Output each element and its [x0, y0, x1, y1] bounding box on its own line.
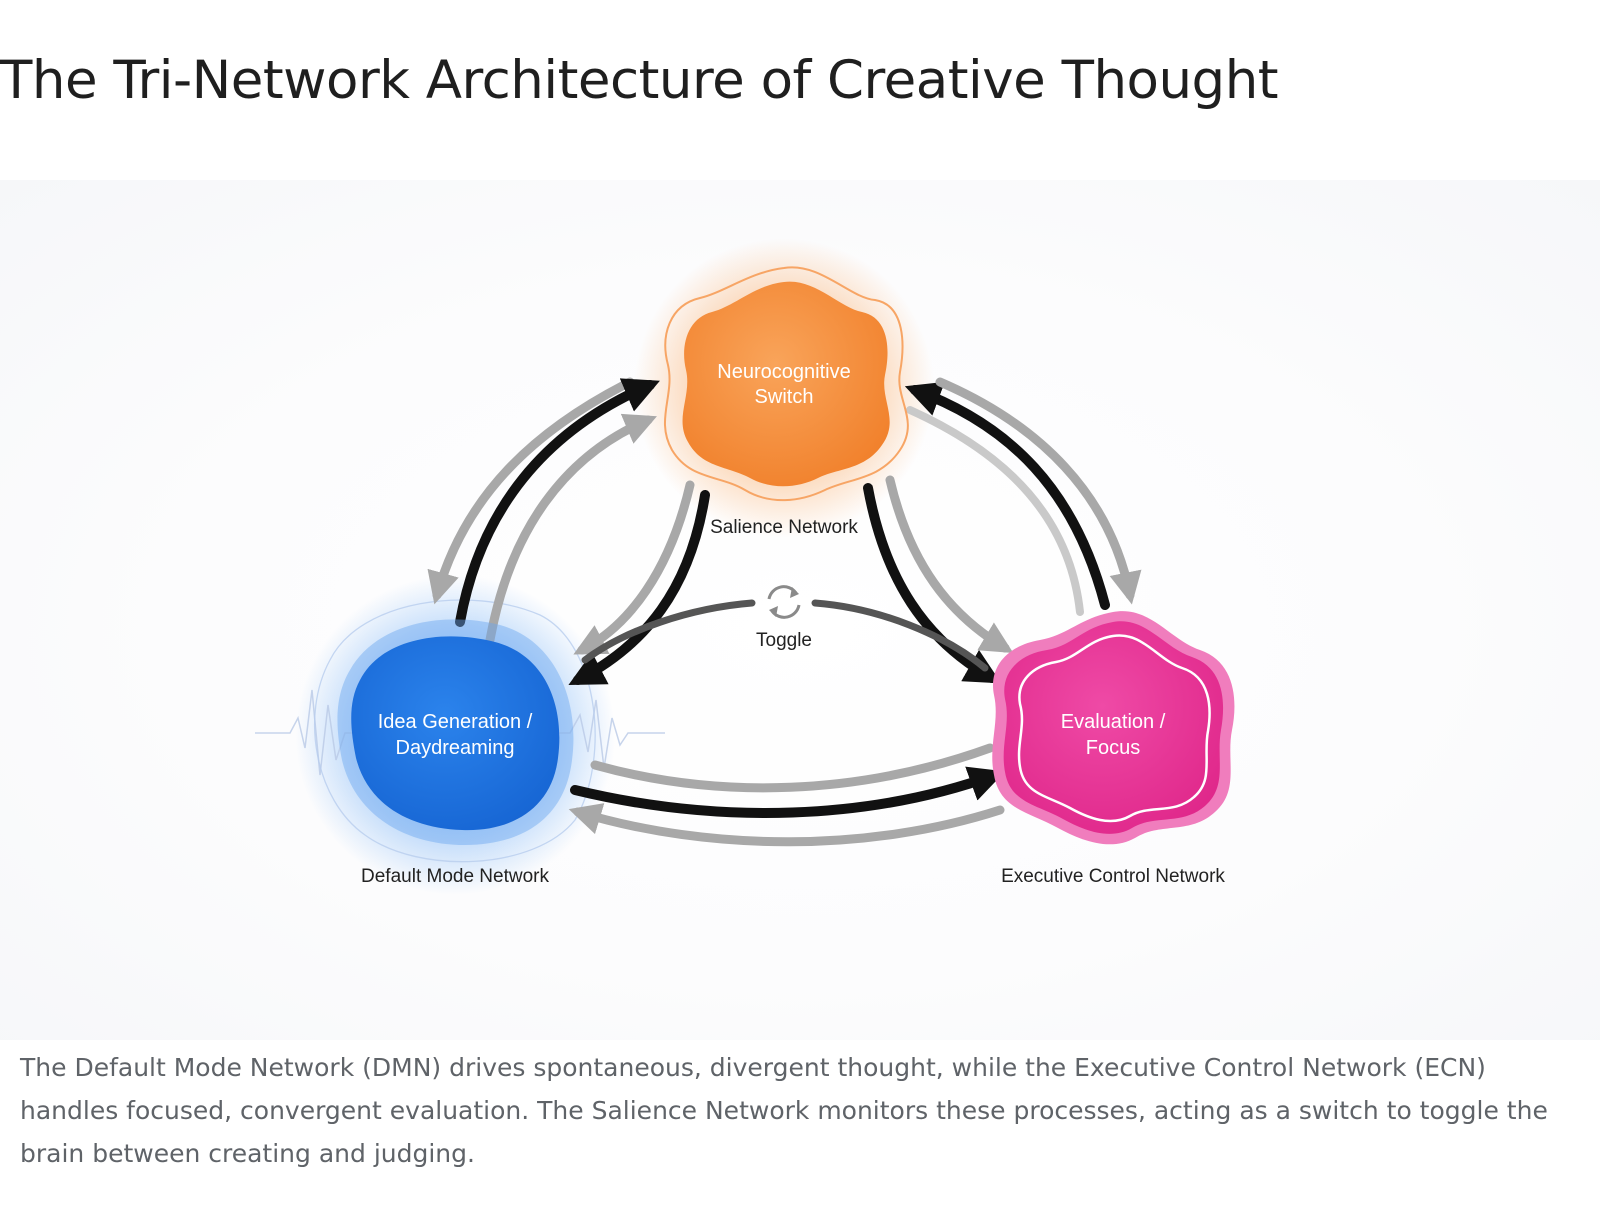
- arrow-dmn-to-ecn-light: [590, 743, 995, 793]
- page-title: The Tri-Network Architecture of Creative…: [0, 50, 1279, 111]
- ecn-label-line-2: Focus: [1086, 737, 1140, 759]
- ecn-inner-ring: [1017, 634, 1211, 823]
- toggle-arc-left: [581, 599, 756, 664]
- refresh-icon: [767, 585, 801, 619]
- tri-network-diagram: Toggle Neurocognitive Switch Salience Ne…: [255, 238, 1235, 895]
- salience-label-line-1: Neurocognitive: [717, 361, 850, 383]
- arrow-ecn-to-dmn-light: [568, 803, 1005, 847]
- arrow-salience-down-to-dmn-light: [573, 480, 695, 655]
- caption: The Default Mode Network (DMN) drives sp…: [20, 1053, 1548, 1168]
- diagram-panel: Toggle Neurocognitive Switch Salience Ne…: [0, 180, 1600, 1040]
- dmn-network-name: Default Mode Network: [361, 866, 549, 887]
- arrow-dmn-to-ecn-dark: [570, 766, 1006, 818]
- dmn-label-line-1: Idea Generation /: [378, 711, 533, 733]
- ecn-label-line-1: Evaluation /: [1061, 711, 1166, 733]
- arrow-salience-down-to-dmn-dark: [568, 490, 710, 686]
- arrow-salience-down-to-ecn-dark: [863, 483, 1002, 684]
- salience-label-line-2: Switch: [755, 386, 814, 408]
- arrow-salience-to-ecn-inner: [906, 406, 1084, 616]
- arrow-ecn-to-salience-dark: [904, 381, 1110, 610]
- arrow-dmn-to-salience-light: [485, 413, 657, 645]
- arrow-salience-to-ecn-light: [935, 377, 1142, 605]
- arrow-dmn-to-salience-dark: [455, 378, 660, 627]
- toggle-arc-right: [811, 599, 989, 672]
- dmn-label-line-2: Daydreaming: [396, 737, 515, 759]
- ecn-network-name: Executive Control Network: [1001, 866, 1225, 887]
- arrow-salience-to-dmn: [427, 377, 635, 605]
- ecn-node-shape[interactable]: [1003, 621, 1224, 834]
- salience-outer-ring: [663, 266, 909, 502]
- salience-network-name: Salience Network: [710, 517, 858, 538]
- arrow-salience-down-to-ecn-light: [885, 475, 1014, 654]
- salience-node-shape[interactable]: [682, 281, 890, 487]
- toggle-label: Toggle: [756, 630, 812, 651]
- dmn-node-shape[interactable]: [351, 636, 560, 831]
